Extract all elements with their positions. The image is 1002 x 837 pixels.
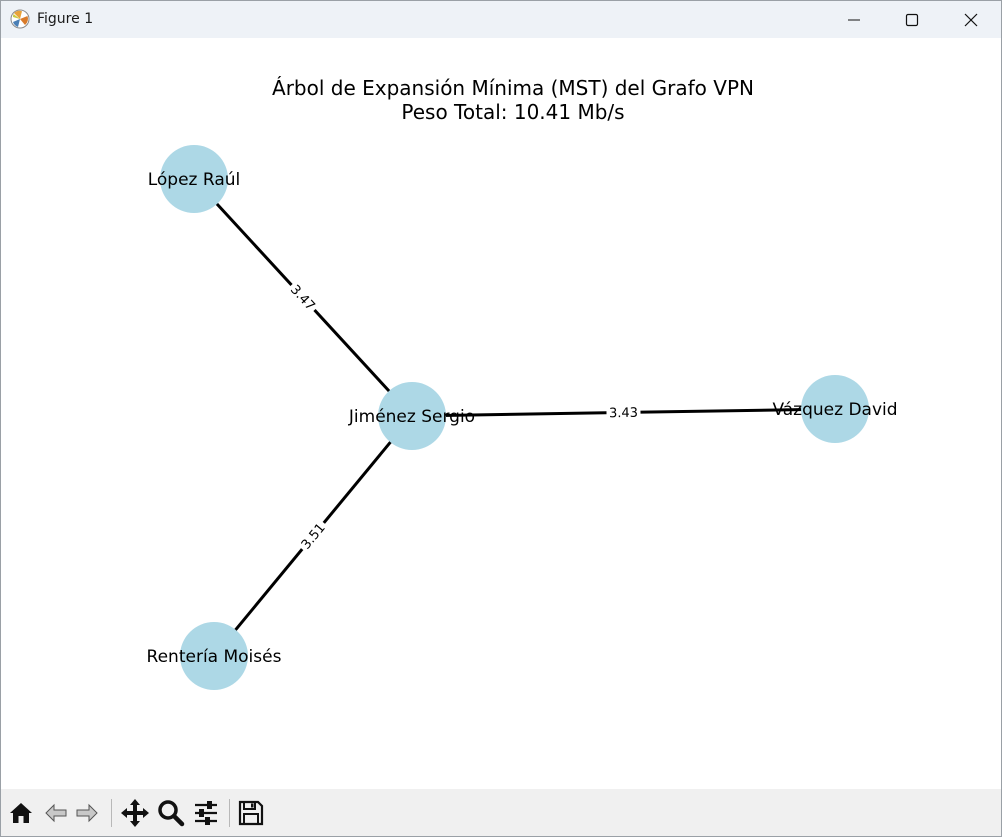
minimize-icon — [848, 19, 860, 20]
node-label: Vázquez David — [772, 400, 897, 420]
pan-button[interactable] — [119, 797, 151, 829]
home-icon — [10, 803, 32, 823]
graph-node-lopez — [160, 145, 228, 213]
edge-weight-label: 3.43 — [606, 403, 641, 422]
graph-plot: Árbol de Expansión Mínima (MST) del Graf… — [147, 76, 898, 690]
move-icon — [121, 799, 149, 827]
magnifier-icon — [158, 800, 185, 827]
node-label: Rentería Moisés — [147, 647, 282, 667]
edge-label-background — [295, 517, 331, 555]
edge-label-background — [606, 403, 641, 422]
floppy-disk-icon — [238, 800, 264, 826]
configure-subplots-button[interactable] — [190, 797, 222, 829]
figure-title-line2: Peso Total: 10.41 Mb/s — [401, 100, 624, 124]
forward-button[interactable] — [71, 797, 103, 829]
toolbar-separator — [111, 799, 112, 827]
figure-canvas[interactable]: Árbol de Expansión Mínima (MST) del Graf… — [1, 38, 1001, 789]
close-button[interactable] — [942, 1, 1000, 38]
edge-label-background — [284, 278, 322, 317]
graph-node-renteria — [180, 622, 248, 690]
toolbar-separator — [229, 799, 230, 827]
save-button[interactable] — [235, 797, 267, 829]
back-button[interactable] — [40, 797, 72, 829]
title-bar[interactable]: Figure 1 — [1, 1, 1001, 38]
edges-layer — [192, 177, 836, 657]
edge-weight-text: 3.43 — [609, 406, 638, 421]
graph-node-vazquez — [801, 375, 869, 443]
forward-arrow-icon — [76, 803, 98, 823]
home-button[interactable] — [5, 797, 37, 829]
graph-node-jimenez — [378, 382, 446, 450]
matplotlib-logo-icon — [10, 9, 30, 29]
close-icon — [964, 13, 978, 26]
sliders-icon — [195, 801, 217, 825]
navigation-toolbar — [1, 789, 1001, 836]
window-title: Figure 1 — [37, 11, 94, 27]
maximize-icon — [905, 13, 919, 26]
figure-title-line1: Árbol de Expansión Mínima (MST) del Graf… — [272, 76, 754, 100]
zoom-button[interactable] — [155, 797, 187, 829]
node-label: López Raúl — [148, 170, 241, 190]
node-label: Jiménez Sergio — [348, 407, 475, 427]
minimize-button[interactable] — [825, 1, 883, 38]
maximize-button[interactable] — [883, 1, 941, 38]
back-arrow-icon — [45, 803, 67, 823]
nodes-layer — [160, 145, 869, 690]
